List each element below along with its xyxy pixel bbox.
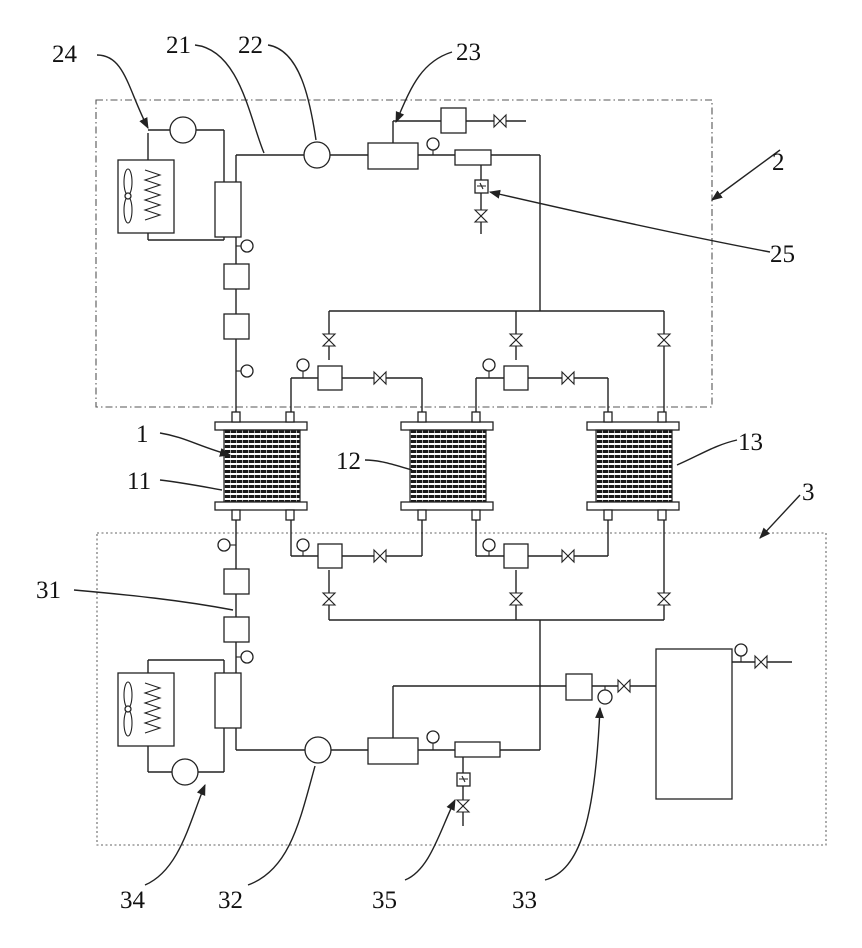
storage-tank — [656, 649, 732, 799]
label-35: 35 — [372, 887, 397, 914]
filter-2 — [224, 314, 249, 339]
tank-23 — [441, 108, 466, 133]
label-3: 3 — [802, 479, 815, 506]
fan-circle-34 — [172, 759, 198, 785]
upper-gauges — [236, 138, 495, 378]
heat-exchanger — [215, 182, 241, 237]
label-25: 25 — [770, 241, 795, 268]
box-23 — [368, 143, 418, 169]
label-12: 12 — [336, 448, 361, 475]
filter-1 — [224, 264, 249, 289]
label-32: 32 — [218, 887, 243, 914]
compressor-32 — [305, 737, 331, 763]
compressor-22 — [304, 142, 330, 168]
heat-exchanger-lower — [215, 673, 241, 728]
box-lower — [368, 738, 418, 764]
tee-piece — [455, 150, 491, 165]
label-11: 11 — [127, 468, 151, 495]
label-13: 13 — [738, 429, 763, 456]
label-23: 23 — [456, 39, 481, 66]
label-33: 33 — [512, 887, 537, 914]
stack-12 — [401, 412, 493, 520]
box-33 — [566, 674, 592, 700]
stack-11 — [215, 412, 307, 520]
upper-components — [118, 108, 528, 390]
label-24: 24 — [52, 41, 78, 68]
filter-lower-2 — [224, 617, 249, 642]
label-21: 21 — [166, 32, 191, 59]
label-31: 31 — [36, 577, 61, 604]
label-1: 1 — [136, 421, 149, 448]
label-34: 34 — [120, 887, 146, 914]
label-2: 2 — [772, 149, 785, 176]
filter-lower-1 — [224, 569, 249, 594]
label-22: 22 — [238, 32, 263, 59]
fan-circle-24 — [170, 117, 196, 143]
lower-components — [118, 544, 732, 799]
tee-piece-lower — [455, 742, 500, 757]
stack-13 — [587, 412, 679, 520]
